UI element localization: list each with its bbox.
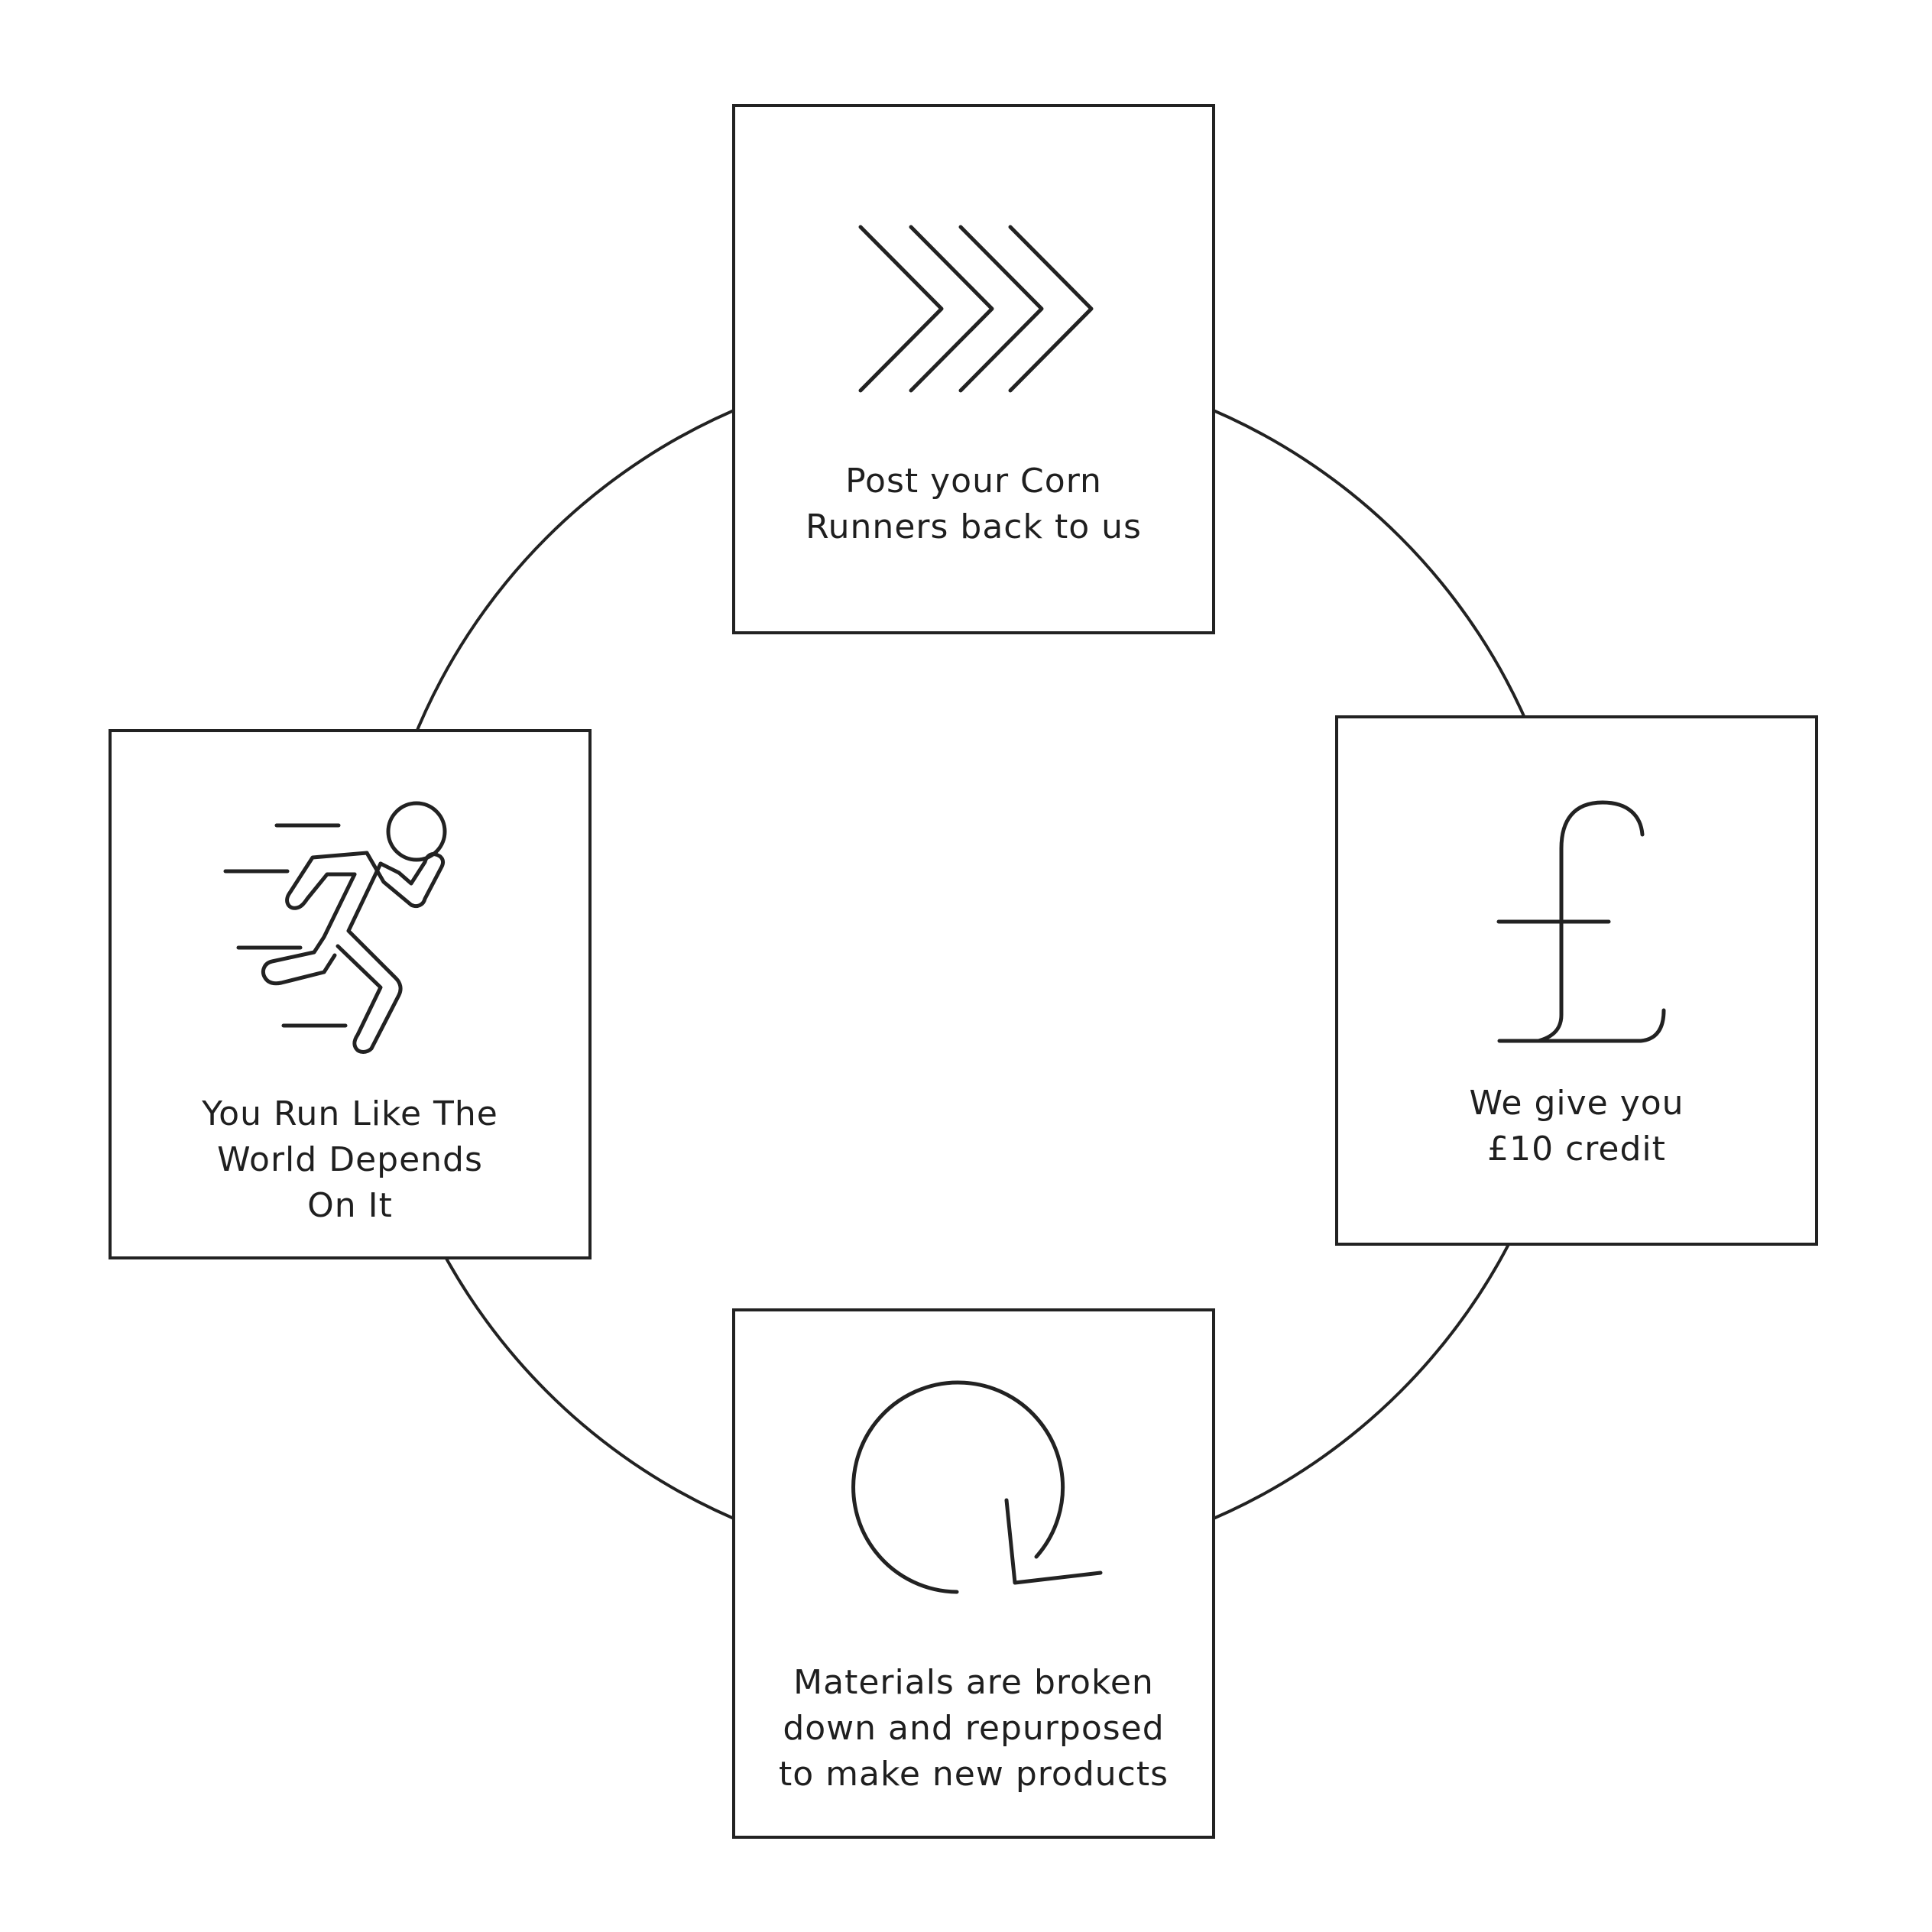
chevrons-right-icon	[858, 225, 1094, 393]
recycle-arrow-icon	[851, 1380, 1103, 1594]
step-credit: We give you £10 credit	[1335, 715, 1818, 1246]
step-label-run: You Run Like The World Depends On It	[202, 1094, 498, 1225]
running-person-icon	[223, 801, 447, 1054]
step-label-recycle: Materials are broken down and repurposed…	[778, 1663, 1169, 1794]
step-label-credit: We give you £10 credit	[1469, 1084, 1684, 1169]
step-post-back: Post your Corn Runners back to us	[732, 104, 1215, 634]
step-recycle: Materials are broken down and repurposed…	[732, 1308, 1215, 1839]
step-label-post-back: Post your Corn Runners back to us	[806, 462, 1142, 546]
step-run: You Run Like The World Depends On It	[109, 729, 592, 1259]
pound-sign-icon	[1496, 800, 1666, 1043]
